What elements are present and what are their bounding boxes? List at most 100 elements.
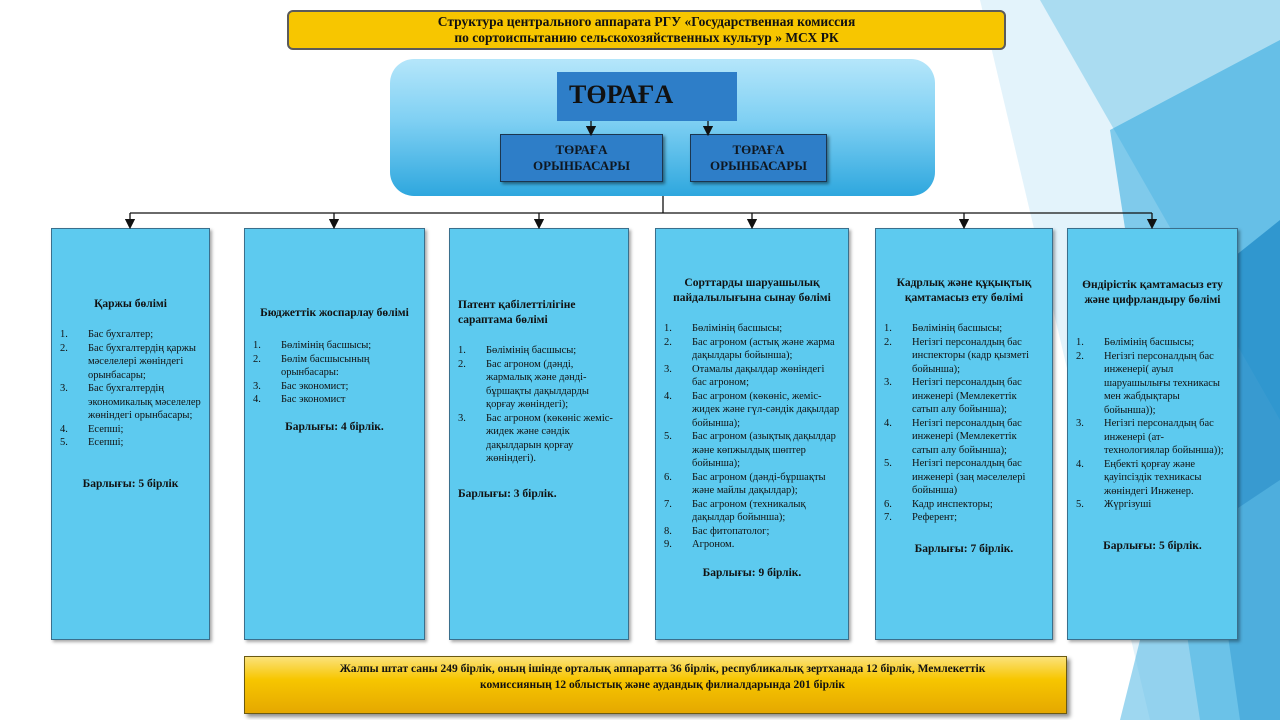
position-number: 3. xyxy=(884,377,892,388)
position-text: Негізгі персоналдың бас инженері (ат-тех… xyxy=(1104,418,1224,456)
position-text: Бас агроном (дәнді, жармалық және дәнді-… xyxy=(486,358,589,411)
position-text: Референт; xyxy=(912,512,957,523)
position-list: 1. Бөлімінің басшысы; 2. Негізгі персоналды… xyxy=(884,322,1044,525)
position-text: Бас агроном (астық және жарма дақылдары … xyxy=(692,336,835,362)
position-number: 2. xyxy=(884,336,892,348)
department-budget-planning: Бюджеттік жоспарлау бөлімі 1.Бөлімінің ба… xyxy=(244,228,425,640)
department-finance: Қаржы бөлімі 1. Бас бухгалтер; 2. Бас бухгал… xyxy=(51,228,210,640)
position-text: Бас фитопатолог; xyxy=(692,525,770,537)
position-text: Еңбекті қорғау және қауіпсіздік техникас… xyxy=(1104,458,1202,497)
position-text: Негізгі персоналдың бас инженері (Мемлек… xyxy=(912,377,1022,415)
position-item: 2.Бас агроном (дәнді, жармалық және дәнд… xyxy=(458,358,620,412)
department-total: Барлығы: 7 бірлік. xyxy=(914,542,1014,555)
department-title: Бюджеттік жоспарлау бөлімі xyxy=(260,307,409,319)
position-item: 1. Бөлімінің басшысы; xyxy=(458,344,620,358)
department-total: Барлығы: 3 бірлік. xyxy=(458,487,557,500)
position-number: 3. xyxy=(1076,418,1084,429)
position-number: 3. xyxy=(458,412,466,424)
position-text: Есепші; xyxy=(88,437,124,448)
position-number: 4. xyxy=(253,394,261,405)
structure-title-line1: Структура центрального аппарата РГУ «Гос… xyxy=(437,14,856,29)
position-text: Бөлімінің басшысы; xyxy=(486,345,577,356)
position-item: 4.Негізгі персоналдың бас инженері (Мемл… xyxy=(884,417,1044,458)
position-list: 1. Бас бухгалтер; 2. Бас бухгалтердің қаржы… xyxy=(60,328,201,450)
department-patent-expertise: Патент қабілеттілігіне сараптама бөлімі 1… xyxy=(449,228,629,640)
position-text: Негізгі персоналдың бас инженері (заң мә… xyxy=(912,458,1026,496)
position-number: 2. xyxy=(60,342,68,354)
position-number: 5. xyxy=(884,458,892,469)
position-item: 5. Бас агроном (азықтық дақылдар және көп… xyxy=(664,430,840,471)
position-text: Есепші; xyxy=(88,423,124,435)
position-item: 3. Бас экономист; xyxy=(253,380,416,394)
chair-box: ТӨРАҒА xyxy=(557,72,737,121)
position-list: 1.Бөлімінің басшысы;2.Негізгі персоналды… xyxy=(1076,336,1229,512)
summary-line2: комиссияның 12 облыстық және аудандық фи… xyxy=(479,679,846,691)
position-item: 5.Жүргізуші xyxy=(1076,498,1229,512)
deputy-1-line1: ТӨРАҒА xyxy=(555,142,608,157)
position-item: 4. Есепші; xyxy=(60,423,201,437)
department-title: Сорттарды шаруашылық пайдалылығына сынау… xyxy=(673,277,831,304)
position-item: 6.Бас агроном (дәнді-бұршақты және майлы… xyxy=(664,471,840,498)
department-production-digital: Өндірістік қамтамасыз ету және цифрланды… xyxy=(1067,228,1238,640)
position-number: 5. xyxy=(1076,499,1084,510)
summary-line1: Жалпы штат саны 249 бірлік, оның ішінде … xyxy=(339,663,986,675)
structure-title: Структура центрального аппарата РГУ «Гос… xyxy=(287,10,1006,50)
position-list: 1.Бөлімінің басшысы;2. Бас агроном (астық… xyxy=(664,322,840,552)
department-total: Барлығы: 4 бірлік. xyxy=(285,420,384,433)
deputy-2-line1: ТӨРАҒА xyxy=(732,142,785,157)
position-item: 7.Референт; xyxy=(884,511,1044,525)
position-text: Бөлім басшысының орынбасары: xyxy=(281,353,370,379)
position-item: 3.Бас бухгалтердің экономикалық мәселеле… xyxy=(60,382,201,423)
position-item: 7.Бас агроном (техникалық дақылдар бойын… xyxy=(664,498,840,525)
chair-label: ТӨРАҒА xyxy=(569,80,674,109)
position-item: 1.Бөлімінің басшысы; xyxy=(253,339,416,353)
position-item: 1.Бөлімінің басшысы; xyxy=(664,322,840,336)
position-item: 2. Бас бухгалтердің қаржы мәселелері жөні… xyxy=(60,342,201,383)
department-title: Қаржы бөлімі xyxy=(94,298,167,310)
position-item: 4.Бас агроном (көкөніс, жеміс-жидек және… xyxy=(664,390,840,431)
position-number: 3. xyxy=(60,383,68,394)
position-item: 3.Отамалы дақылдар жөніндегі бас агроном… xyxy=(664,363,840,390)
position-number: 4. xyxy=(60,423,68,435)
position-item: 2. Негізгі персоналдың бас инспекторы (ка… xyxy=(884,336,1044,377)
position-number: 1. xyxy=(884,323,892,334)
position-text: Агроном. xyxy=(692,539,735,550)
position-number: 9. xyxy=(664,539,672,550)
position-number: 4. xyxy=(664,390,672,402)
position-number: 4. xyxy=(884,417,892,429)
department-total: Барлығы: 9 бірлік. xyxy=(702,566,802,579)
position-text: Бас агроном (техникалық дақылдар бойынша… xyxy=(692,498,806,524)
department-title: Кадрлық және құқықтық қамтамасыз ету бөл… xyxy=(896,277,1032,304)
position-text: Негізгі персоналдың бас инженері( ауыл ш… xyxy=(1104,350,1220,416)
position-list: 1. Бөлімінің басшысы; 2.Бас агроном (дәнді… xyxy=(458,344,620,466)
position-item: 2. Бөлім басшысының орынбасары: xyxy=(253,353,416,380)
position-number: 6. xyxy=(884,498,892,510)
position-item: 3. Бас агроном (көкөніс жеміс-жидек және … xyxy=(458,412,620,466)
position-item: 1.Бөлімінің басшысы; xyxy=(1076,336,1229,350)
position-text: Бас бухгалтер; xyxy=(88,329,154,340)
position-number: 2. xyxy=(253,353,261,365)
position-number: 5. xyxy=(664,431,672,442)
deputy-chair-box-1: ТӨРАҒА ОРЫНБАСАРЫ xyxy=(500,134,663,182)
position-text: Бөлімінің басшысы; xyxy=(912,323,1003,334)
position-number: 6. xyxy=(664,471,672,483)
position-text: Кадр инспекторы; xyxy=(912,498,993,510)
position-text: Бас агроном (азықтық дақылдар және көпжы… xyxy=(692,431,836,469)
position-number: 1. xyxy=(458,345,466,356)
position-number: 2. xyxy=(664,336,672,348)
position-text: Бас экономист; xyxy=(281,380,349,392)
position-item: 3. Негізгі персоналдың бас инженері (Мемл… xyxy=(884,376,1044,417)
department-title: Өндірістік қамтамасыз ету және цифрланды… xyxy=(1082,279,1223,306)
position-text: Негізгі персоналдың бас инспекторы (кадр… xyxy=(912,336,1030,375)
position-item: 4.Еңбекті қорғау және қауіпсіздік техник… xyxy=(1076,458,1229,499)
department-title: Патент қабілеттілігіне сараптама бөлімі xyxy=(458,299,576,326)
deputy-1-line2: ОРЫНБАСАРЫ xyxy=(533,158,630,173)
position-text: Бас бухгалтердің қаржы мәселелері жөнінд… xyxy=(88,342,196,381)
position-item: 4.Бас экономист xyxy=(253,393,416,407)
department-total: Барлығы: 5 бірлік. xyxy=(1103,539,1202,552)
position-item: 2.Негізгі персоналдың бас инженері( ауыл… xyxy=(1076,350,1229,418)
position-text: Бас агроном (көкөніс жеміс-жидек және сә… xyxy=(486,412,613,465)
position-text: Бөлімінің басшысы; xyxy=(1104,337,1195,348)
position-number: 3. xyxy=(253,380,261,392)
position-number: 1. xyxy=(60,329,68,340)
